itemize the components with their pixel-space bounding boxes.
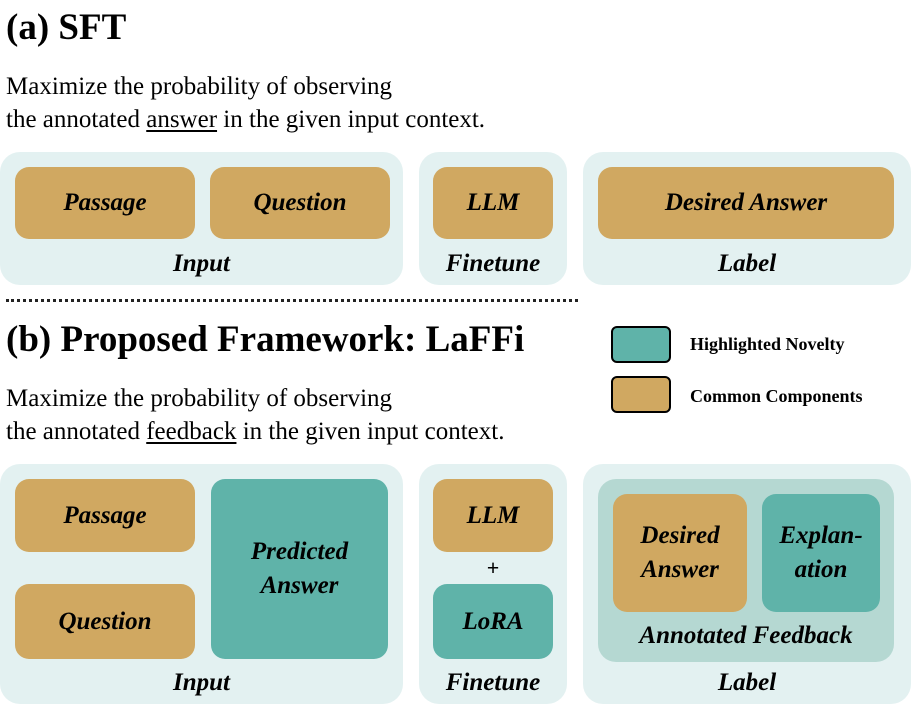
laffi-desired-answer-box: Desired Answer (613, 494, 747, 612)
legend-common-label: Common Components (690, 386, 863, 406)
sft-question-box: Question (210, 167, 390, 239)
laffi-heading: (b) Proposed Framework: LaFFi (6, 319, 525, 360)
sft-description-line1: Maximize the probability of observing (6, 73, 393, 100)
sft-llm-box: LLM (433, 167, 553, 239)
annotated-feedback-label: Annotated Feedback (639, 622, 853, 649)
laffi-predicted-answer-box: Predicted Answer (211, 479, 388, 659)
legend-novelty-label: Highlighted Novelty (690, 334, 845, 354)
annotated-feedback-group: Desired Answer Explan- ation Annotated F… (598, 479, 894, 662)
laffi-label-label: Label (717, 669, 777, 696)
sft-label-label: Label (717, 250, 777, 277)
laffi-input-label: Input (173, 669, 230, 696)
sft-finetune-label: Finetune (445, 250, 541, 277)
laffi-finetune-panel: LLM + LoRA Finetune (419, 464, 567, 704)
plus-sign: + (486, 555, 500, 580)
laffi-input-panel: Passage Question Predicted Answer Input (0, 464, 403, 704)
laffi-description-line2: the annotated feedback in the given inpu… (6, 418, 505, 445)
legend-novelty-swatch (611, 326, 671, 363)
section-divider (6, 299, 578, 302)
sft-description: Maximize the probability of observing th… (6, 70, 485, 136)
laffi-explanation-box: Explan- ation (762, 494, 880, 612)
legend-common-swatch (611, 376, 671, 413)
laffi-finetune-label: Finetune (445, 669, 541, 696)
sft-passage-box: Passage (15, 167, 195, 239)
laffi-label-panel: Desired Answer Explan- ation Annotated F… (583, 464, 911, 704)
sft-keyword: answer (146, 106, 218, 133)
sft-description-line2: the annotated answer in the given input … (6, 106, 486, 133)
laffi-description-line1: Maximize the probability of observing (6, 385, 393, 412)
sft-input-label: Input (173, 250, 230, 277)
laffi-keyword: feedback (146, 418, 237, 445)
laffi-llm-box: LLM (433, 479, 553, 552)
laffi-question-box: Question (15, 584, 195, 659)
sft-finetune-panel: LLM Finetune (419, 152, 567, 285)
sft-input-panel: Passage Question Input (0, 152, 403, 285)
sft-heading: (a) SFT (6, 7, 127, 48)
sft-label-panel: Desired Answer Label (583, 152, 911, 285)
laffi-passage-box: Passage (15, 479, 195, 552)
laffi-description: Maximize the probability of observing th… (6, 382, 504, 448)
sft-desired-answer-box: Desired Answer (598, 167, 894, 239)
laffi-lora-box: LoRA (433, 584, 553, 659)
